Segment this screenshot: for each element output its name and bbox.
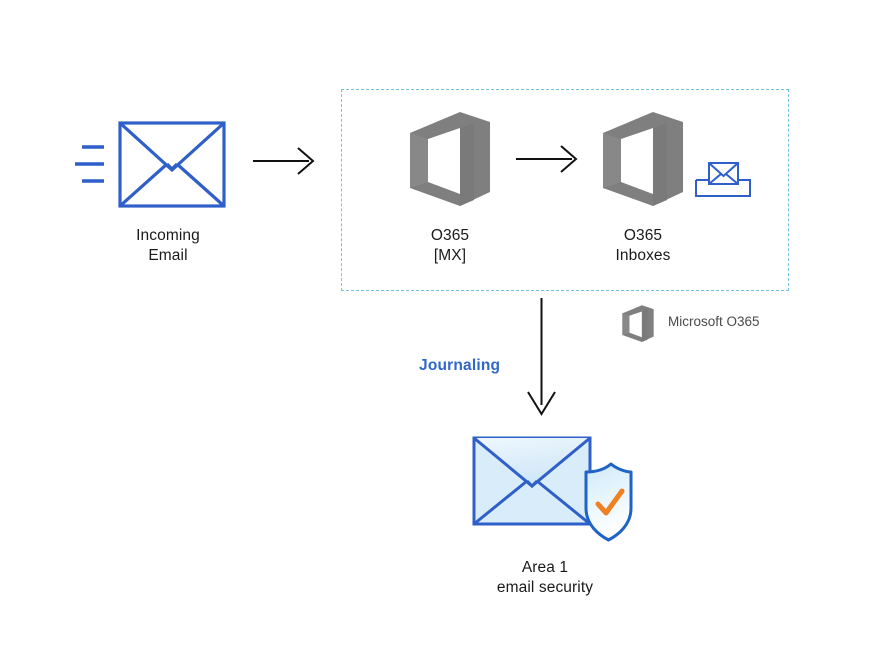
o365-zone-boundary (341, 89, 789, 291)
edge-incoming-to-mx (253, 140, 323, 180)
edge-mx-to-inboxes (516, 138, 586, 178)
o365-inboxes-label: O365 Inboxes (615, 227, 671, 264)
envelope-with-motion-lines-icon (75, 121, 226, 208)
o365-inboxes-node (597, 110, 689, 210)
inbox-tray-envelope-icon (694, 160, 752, 198)
o365-mx-label: O365 [MX] (430, 227, 470, 264)
area1-email-security-label: Area 1 email security (496, 559, 594, 596)
office-365-logo-icon (622, 305, 654, 342)
incoming-email-label: Incoming Email (136, 227, 200, 264)
envelope-shield-check-icon (472, 436, 633, 542)
area1-email-security-node (468, 432, 634, 544)
edge-journaling (520, 298, 564, 422)
legend-office-365: Microsoft O365 (620, 302, 800, 346)
journaling-label: Journaling (419, 357, 501, 374)
legend-label: Microsoft O365 (668, 314, 760, 329)
incoming-email-node (72, 118, 262, 213)
o365-mx-node (404, 110, 496, 210)
office-365-logo-icon (603, 112, 683, 206)
office-365-logo-icon (410, 112, 490, 206)
